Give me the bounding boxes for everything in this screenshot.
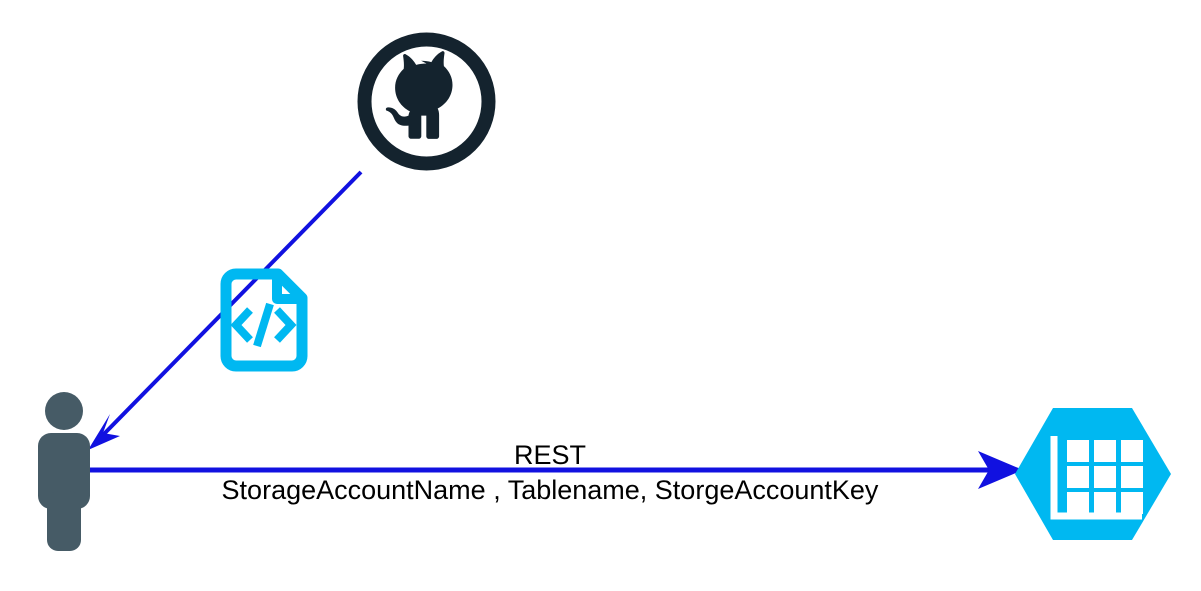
azure-grid-cell xyxy=(1067,440,1089,462)
person-head xyxy=(45,392,83,430)
code-file-outline xyxy=(220,268,308,372)
github-octocat-glyph xyxy=(385,51,453,139)
azure-grid-cell xyxy=(1094,440,1116,462)
code-file-icon xyxy=(220,268,308,372)
azure-hexagon xyxy=(1015,408,1171,540)
azure-grid-cell xyxy=(1121,492,1143,514)
person-torso xyxy=(38,433,90,509)
edge-label-params: StorageAccountName , Tablename, StorgeAc… xyxy=(221,475,879,505)
edge-github-to-user-arrowhead xyxy=(88,414,120,450)
github-circle-outline xyxy=(357,32,496,171)
code-file-left-angle-icon xyxy=(230,307,253,343)
person-icon xyxy=(38,392,90,551)
user-node[interactable] xyxy=(33,391,95,553)
edge-user-to-table-storage xyxy=(90,451,1023,489)
person-legs xyxy=(47,491,81,551)
azure-grid-cell xyxy=(1094,492,1116,514)
azure-grid-cell xyxy=(1094,466,1116,488)
github-octocat-icon xyxy=(357,32,496,171)
code-file-slash-icon xyxy=(253,302,274,348)
edge-user-to-table-storage-arrowhead xyxy=(978,451,1023,489)
azure-table-axis xyxy=(1050,436,1142,520)
azure-grid-cell xyxy=(1067,492,1089,514)
github-node[interactable] xyxy=(355,30,498,173)
azure-table-storage-icon xyxy=(1015,408,1171,540)
azure-grid-cell xyxy=(1067,466,1089,488)
code-file-node[interactable] xyxy=(214,268,314,372)
azure-grid-cell xyxy=(1121,466,1143,488)
edge-label-rest: REST xyxy=(513,440,586,470)
code-file-right-angle-icon xyxy=(274,307,297,343)
azure-grid-cell xyxy=(1121,440,1143,462)
table-storage-node[interactable] xyxy=(1014,404,1172,544)
azure-table-grid xyxy=(1067,440,1143,514)
code-file-fold xyxy=(272,275,302,304)
